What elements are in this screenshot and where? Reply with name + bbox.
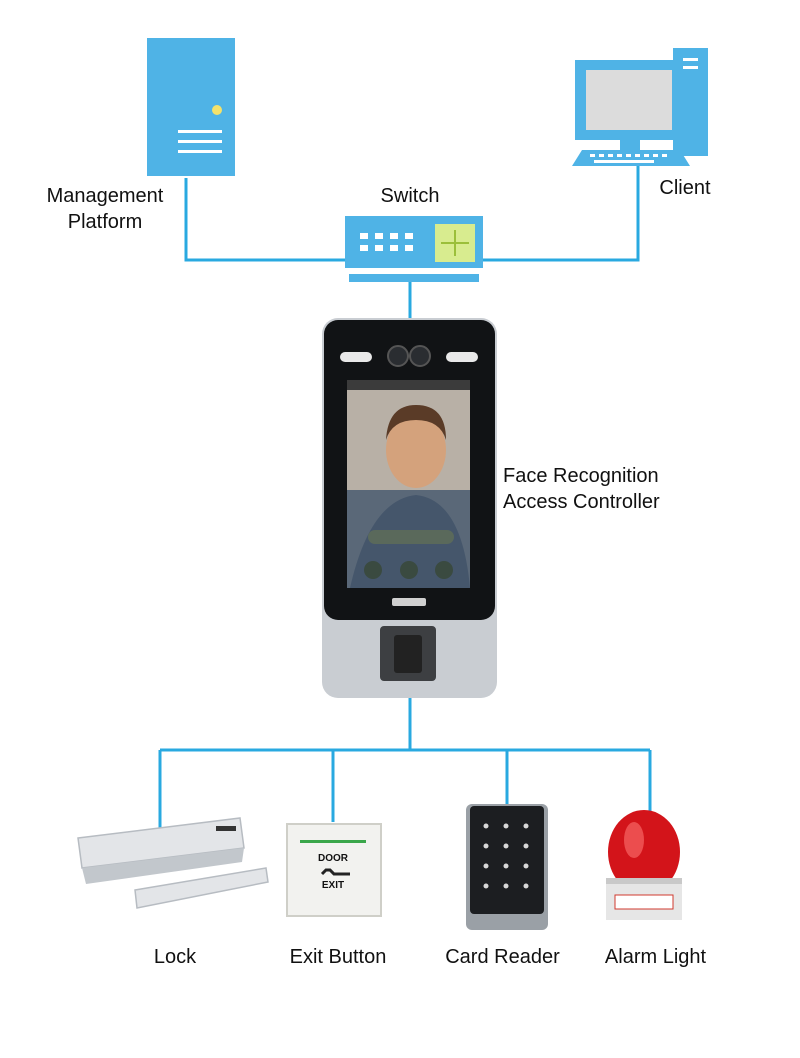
computer-icon xyxy=(572,48,708,166)
line-client-switch xyxy=(483,166,640,262)
label-management-platform: Management Platform xyxy=(46,185,164,233)
alarm-light-image xyxy=(606,810,682,920)
label-switch: Switch xyxy=(380,185,440,207)
server-icon xyxy=(147,38,235,176)
label-lock: Lock xyxy=(153,946,197,968)
card-reader-image xyxy=(466,804,548,930)
exit-button-image xyxy=(286,823,382,917)
label-controller: Face Recognition Access Controller xyxy=(503,465,660,513)
label-exit-plate-top: DOOR xyxy=(318,853,348,864)
label-exit-plate-bottom: EXIT xyxy=(321,880,345,891)
lock-image xyxy=(77,817,269,909)
line-platform-switch xyxy=(184,178,345,262)
label-exit-button: Exit Button xyxy=(289,946,387,968)
label-client: Client xyxy=(659,177,711,199)
controller-device xyxy=(322,318,497,698)
label-alarm-light: Alarm Light xyxy=(604,946,707,968)
connection-lines xyxy=(158,166,652,830)
switch-icon xyxy=(345,216,483,282)
label-card-reader: Card Reader xyxy=(445,946,560,968)
